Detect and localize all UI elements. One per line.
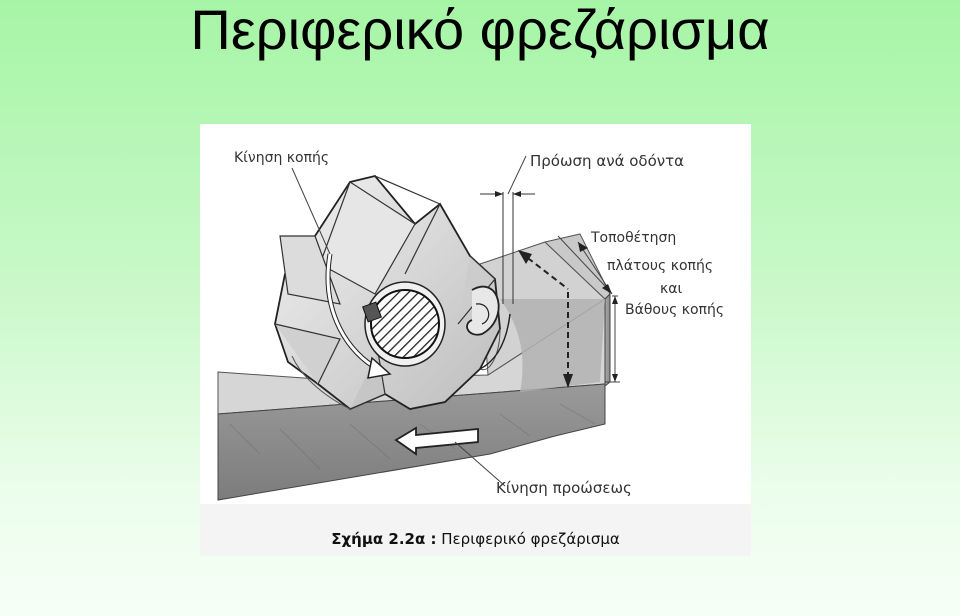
milling-figure: Κίνηση κοπής Πρόωση ανά οδόντα Τοποθέτησ… — [200, 124, 751, 556]
positioning-label-line3: και — [660, 281, 683, 297]
feed-motion-arrow — [394, 426, 506, 487]
feed-per-tooth-dimension — [480, 155, 535, 304]
positioning-label-line1: Τοποθέτηση — [591, 230, 677, 246]
feed-motion-label: Κίνηση προώσεως — [496, 479, 632, 497]
milling-illustration — [200, 155, 751, 556]
cutting-motion-arrow — [291, 167, 392, 379]
cut-depth-dimension — [518, 235, 620, 388]
figure-caption-number: Σχήμα 2.2α : — [331, 530, 437, 548]
positioning-label-line4: Βάθους κοπής — [625, 302, 725, 318]
slide-title: Περιφερικό φρεζάρισμα — [190, 0, 770, 61]
figure-caption-text: Περιφερικό φρεζάρισμα — [441, 530, 620, 548]
positioning-label-line2: πλάτους κοπής — [607, 258, 714, 274]
feed-per-tooth-label: Πρόωση ανά οδόντα — [530, 152, 685, 170]
milling-cutter — [274, 174, 511, 411]
figure-caption: Σχήμα 2.2α : Περιφερικό φρεζάρισμα — [200, 530, 751, 548]
cutting-motion-label: Κίνηση κοπής — [234, 150, 330, 166]
